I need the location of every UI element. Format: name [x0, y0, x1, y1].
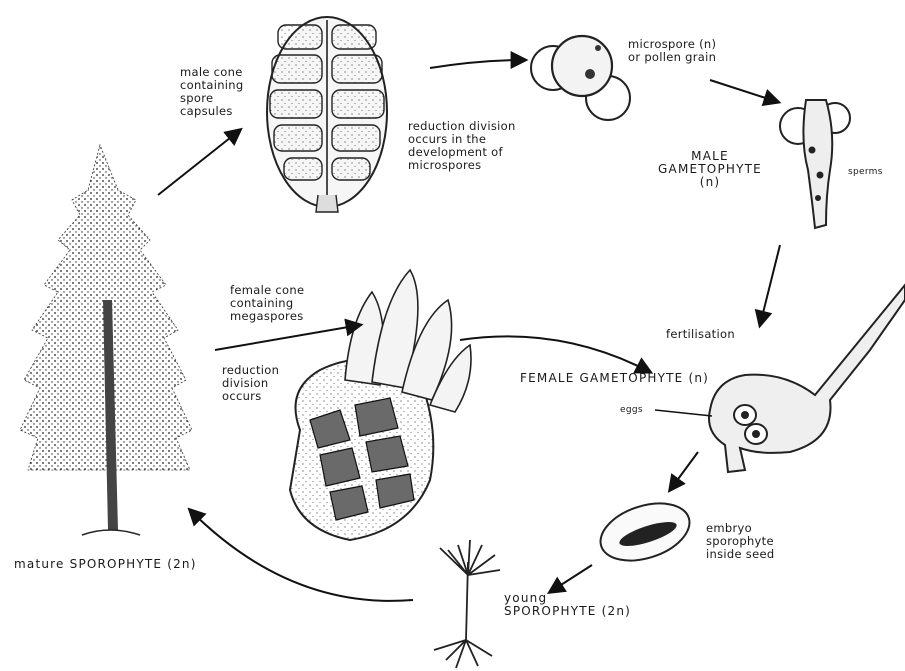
label-embryo: embryo sporophyte inside seed — [706, 522, 774, 561]
pollen-grain — [531, 36, 630, 120]
male-gametophyte-drawing — [780, 100, 850, 228]
label-eggs: eggs — [620, 404, 643, 417]
label-young-sporophyte: young SPOROPHYTE (2n) — [504, 592, 631, 618]
label-female-cone: female cone containing megaspores — [230, 284, 304, 323]
mature-sporophyte-tree — [20, 145, 192, 535]
label-microspore: microspore (n) or pollen grain — [628, 38, 716, 64]
female-gametophyte-drawing — [709, 285, 905, 472]
label-sperms: sperms — [848, 166, 883, 179]
label-male-gametophyte: MALE GAMETOPHYTE (n) — [640, 150, 780, 189]
female-cone — [290, 270, 471, 540]
label-male-cone: male cone containing spore capsules — [180, 66, 243, 118]
seed-embryo — [593, 493, 697, 571]
label-reduction-microspores: reduction division occurs in the develop… — [408, 120, 516, 172]
young-sporophyte-seedling — [434, 540, 500, 668]
label-fertilisation: fertilisation — [666, 328, 735, 341]
label-mature-sporophyte: mature SPOROPHYTE (2n) — [14, 558, 197, 571]
male-cone — [267, 17, 387, 212]
eggs-pointer — [655, 410, 712, 416]
label-reduction-division: reduction division occurs — [222, 364, 279, 403]
label-female-gametophyte: FEMALE GAMETOPHYTE (n) — [520, 372, 709, 385]
